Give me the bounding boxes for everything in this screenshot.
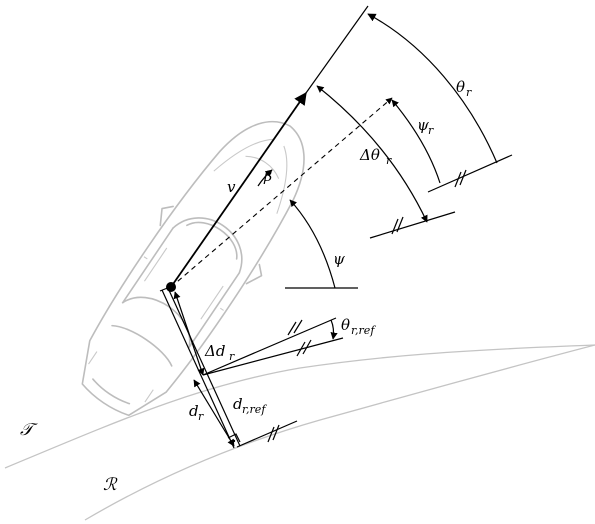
psi-arc: [289, 199, 336, 289]
dr-ref-tangent: [236, 420, 298, 448]
car-outline: [81, 120, 305, 417]
velocity-extension-line: [305, 5, 369, 94]
dr-ref-tick-1: [267, 426, 275, 443]
label-psi-r-sub: r: [428, 124, 434, 137]
label-theta-r-ref-sub: r,ref: [351, 324, 376, 337]
label-trajectory-t: 𝒯: [20, 420, 38, 440]
theta-r-tick-1: [454, 171, 462, 188]
theta-ref-line-1: [202, 317, 337, 376]
label-d-r-ref-sub: r,ref: [242, 403, 267, 416]
label-d-r-ref: d: [233, 395, 243, 413]
label-psi-r: ψ: [417, 116, 429, 134]
label-v: v: [227, 178, 236, 196]
label-reference-r: ℛ: [103, 475, 118, 495]
heading-dashed-line: [170, 97, 393, 288]
delta-theta-arc: [316, 85, 428, 223]
label-d-r: d: [189, 402, 199, 420]
theta-r-reference-line: [427, 154, 513, 193]
theta-ref-tick-3: [296, 341, 306, 357]
dr-ref-tick-2: [272, 424, 280, 441]
theta-r-arc: [367, 13, 498, 164]
label-theta-r: θ: [456, 78, 465, 96]
beta-arc: [257, 169, 273, 187]
label-delta-d-r: Δd: [204, 342, 225, 360]
velocity-vector: [170, 91, 307, 288]
theta-ref-tick-4: [302, 339, 312, 355]
dr-cap: [159, 286, 171, 292]
right-angle-marker: [227, 433, 241, 443]
road-curve-r: [84, 344, 595, 521]
theta-r-tick-2: [459, 169, 467, 186]
label-d-r-sub: r: [198, 410, 204, 423]
theta-ref-tick-2: [293, 319, 303, 334]
theta-ref-arc: [330, 319, 338, 340]
psi-r-arc: [391, 99, 441, 184]
label-psi: ψ: [333, 250, 345, 268]
dr-arrow: [193, 379, 235, 447]
label-delta-d-r-sub: r: [229, 350, 235, 363]
theta-ref-tick-1: [287, 321, 297, 336]
delta-dr-arrow: [173, 291, 205, 376]
label-theta-r-sub: r: [466, 86, 472, 99]
label-beta: β: [263, 169, 272, 185]
delta-theta-reference-line: [369, 211, 456, 239]
label-delta-theta-r: Δθ: [359, 146, 380, 164]
road-curves: [4, 344, 595, 521]
label-delta-theta-r-sub: r: [386, 154, 392, 167]
label-theta-r-ref: θ: [341, 316, 350, 334]
dr-line-inner: [167, 287, 241, 447]
theta-ref-line-2: [202, 337, 344, 376]
right-angle-dot: [232, 439, 236, 443]
road-curve-t: [4, 344, 595, 469]
